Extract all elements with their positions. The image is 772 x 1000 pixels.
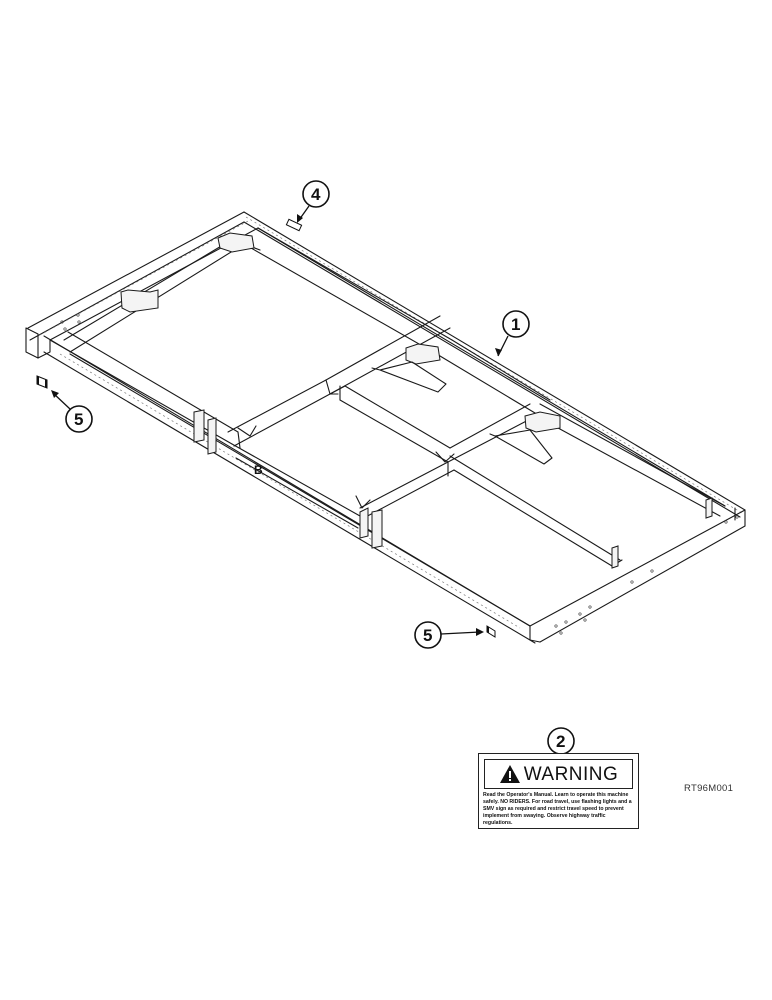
decal-4 xyxy=(285,218,303,232)
svg-text:5: 5 xyxy=(74,410,83,429)
svg-text:2: 2 xyxy=(556,732,565,751)
callout-5-left: 5 xyxy=(36,375,93,433)
warning-triangle-icon xyxy=(499,765,520,783)
frame-brackets xyxy=(120,232,561,549)
main-frame xyxy=(25,211,746,644)
callout-4: 4 xyxy=(285,180,330,232)
warning-header: WARNING xyxy=(484,759,633,789)
warning-decal: WARNING Read the Operator's Manual. Lear… xyxy=(478,753,639,829)
svg-text:5: 5 xyxy=(423,626,432,645)
svg-text:1: 1 xyxy=(511,315,520,334)
callout-1: 1 xyxy=(495,310,530,357)
svg-text:4: 4 xyxy=(311,185,321,204)
warning-title: WARNING xyxy=(523,763,619,785)
figure-id: RT96M001 xyxy=(684,783,734,794)
frame-marking-b: B xyxy=(254,463,263,477)
warning-body-text: Read the Operator's Manual. Learn to ope… xyxy=(483,792,632,826)
callout-2: 2 xyxy=(547,727,575,755)
callout-5-right: 5 xyxy=(414,621,496,649)
